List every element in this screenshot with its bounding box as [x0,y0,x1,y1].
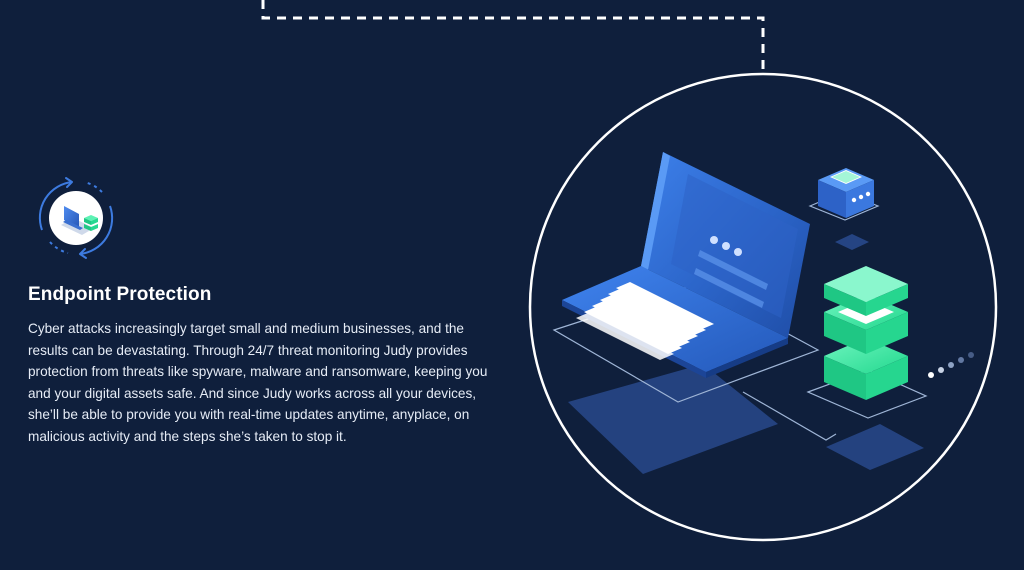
section-title: Endpoint Protection [28,284,212,305]
endpoint-protection-illustration [528,72,998,542]
illustration-circle [528,72,998,542]
feature-icon [28,170,124,266]
section-description: Cyber attacks increasingly target small … [28,321,488,444]
laptop-shield-icon [38,177,114,259]
